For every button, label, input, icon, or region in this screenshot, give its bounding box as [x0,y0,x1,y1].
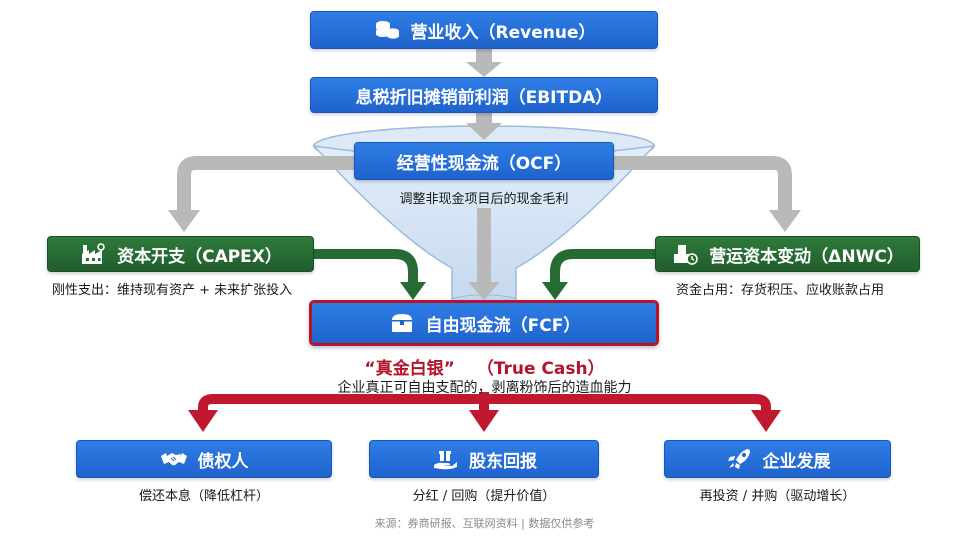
nwc-box: 营运资本变动（ΔNWC） [655,236,920,272]
revenue-box: 营业收入（Revenue） [310,11,658,49]
arrow-ocf-to-capex [168,156,354,232]
boxes-clock-icon [671,242,699,266]
growth-subtitle: 再投资 / 并购（驱动增长） [699,489,856,504]
source-footnote: 来源：券商研报、互联网资料 | 数据仅供参考 [374,517,595,530]
ocf-subtitle: 调整非现金项目后的现金毛利 [399,192,569,207]
growth-label: 企业发展 [762,451,831,472]
ocf-box: 经营性现金流（OCF） [354,142,614,180]
arrow-ebitda-to-ocf [466,113,502,140]
debt-box: 债权人 [76,440,332,478]
arrow-nwc-to-fcf [542,249,655,300]
arrow-revenue-to-ebitda [466,49,502,77]
nwc-subtitle: 资金占用：存货积压、应收账款占用 [676,283,885,298]
coins-icon [373,18,401,42]
growth-box: 企业发展 [664,440,891,478]
arrow-fcf-distribution [188,392,781,432]
gift-hand-icon [431,447,459,471]
fcf-box: 自由现金流（FCF） [309,300,659,346]
fcf-description: 企业真正可自由支配的，剥离粉饰后的造血能力 [337,380,632,396]
true-cash-cn: “真金白银” [364,359,455,379]
equity-subtitle: 分红 / 回购（提升价值） [412,489,556,504]
debt-label: 债权人 [197,451,249,472]
arrow-capex-to-fcf [314,249,426,300]
arrow-ocf-to-fcf [468,208,500,300]
fcf-label: 自由现金流（FCF） [425,315,581,336]
equity-box: 股东回报 [369,440,599,478]
factory-icon [79,242,107,266]
true-cash-tagline: “真金白银” （True Cash） [260,354,709,379]
capex-subtitle: 刚性支出：维持现有资产 + 未来扩张投入 [52,283,293,298]
debt-subtitle: 偿还本息（降低杠杆） [138,489,269,504]
ocf-label: 经营性现金流（OCF） [396,153,572,174]
capex-box: 资本开支（CAPEX） [47,236,314,272]
rocket-icon [725,447,753,471]
equity-label: 股东回报 [469,451,537,472]
treasure-chest-icon [388,311,416,335]
ebitda-label: 息税折旧摊销前利润（EBITDA） [355,87,613,108]
ebitda-box: 息税折旧摊销前利润（EBITDA） [310,77,658,113]
nwc-label: 营运资本变动（ΔNWC） [709,246,904,267]
arrow-ocf-to-nwc [614,156,801,232]
revenue-label: 营业收入（Revenue） [410,22,596,43]
true-cash-en: （True Cash） [476,359,605,379]
handshake-icon [160,447,188,471]
capex-label: 资本开支（CAPEX） [117,246,282,267]
